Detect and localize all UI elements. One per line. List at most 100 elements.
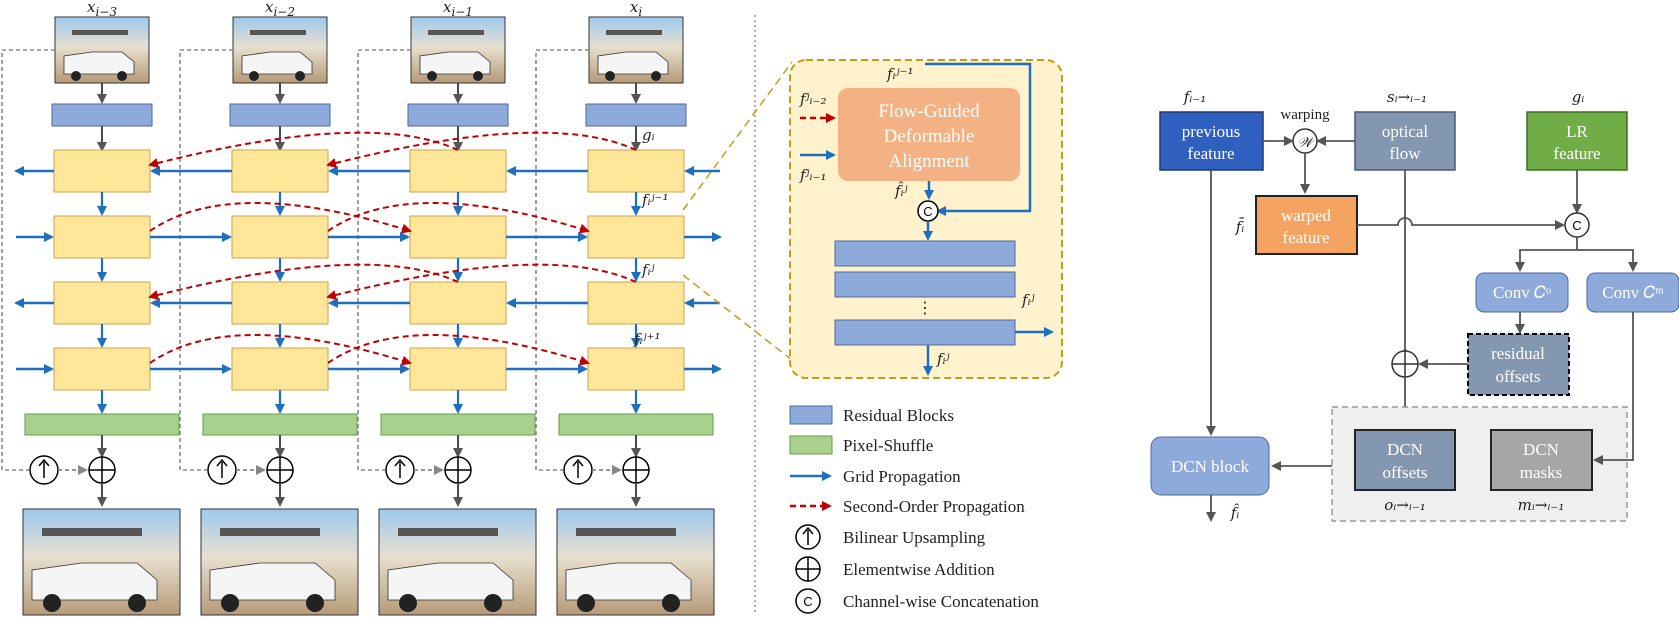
dcn-masks-line2: masks <box>1520 463 1563 482</box>
label-f-i-minus-1-right: fᵢ₋₁ <box>1183 88 1207 106</box>
label-s: sᵢ→ᵢ₋₁ <box>1387 88 1427 106</box>
fga-line3: Alignment <box>888 151 970 172</box>
label-f-j-minus-1-left: fᵢʲ⁻¹ <box>641 191 668 209</box>
propagation-block-r0-c3 <box>587 149 685 193</box>
propagation-block-r2-c1 <box>231 281 329 325</box>
alignment-detail-panel: Flow-Guided Deformable Alignment fʲᵢ₋₂ f… <box>789 59 1063 379</box>
legend-label-6: Channel-wise Concatenation <box>843 592 1039 611</box>
ellipsis-dots: ⋮ <box>917 298 933 317</box>
up-arrow-circle-icon <box>795 524 821 550</box>
residual-block-swatch <box>789 405 833 425</box>
zoom-line-bottom <box>682 274 793 361</box>
previous-feature-block <box>1159 111 1264 171</box>
label-f-i-minus-2: fʲᵢ₋₂ <box>799 90 826 108</box>
optical-flow-line1: optical <box>1382 122 1429 141</box>
input-frame-2 <box>410 16 506 84</box>
dcn-offsets-line2: offsets <box>1382 463 1427 482</box>
propagation-block-r3-c0 <box>53 347 151 391</box>
fga-line2: Deformable <box>884 126 975 147</box>
residual-line2: offsets <box>1495 367 1540 386</box>
lr-feature-line2: feature <box>1553 144 1600 163</box>
plus-circle-icon <box>795 556 821 582</box>
legend-label-0: Residual Blocks <box>843 406 954 425</box>
propagation-block-r0-c2 <box>409 149 507 193</box>
input-frame-1 <box>232 16 328 84</box>
input-label-3: xi <box>630 0 642 19</box>
dcn-masks-block <box>1490 429 1593 491</box>
second-order-arc-r3-a <box>149 334 412 366</box>
lr-feature-line1: LR <box>1566 122 1588 141</box>
warped-line1: warped <box>1281 206 1332 225</box>
prev-feature-line1: previous <box>1182 122 1241 141</box>
legend-c-symbol: C <box>803 594 812 609</box>
conv-m-label: Conv 𝐶ᵐ <box>1602 283 1663 302</box>
fga-line1: Flow-Guided <box>878 101 980 122</box>
legend-label-4: Bilinear Upsampling <box>843 528 986 547</box>
input-frame-0 <box>54 16 150 84</box>
c-circle-icon: C <box>795 588 821 614</box>
add-node-icon <box>1391 350 1419 378</box>
upsample-icon-head-3 <box>572 458 584 467</box>
label-f-j-minus-1-detail: fᵢʲ⁻¹ <box>886 65 913 83</box>
propagation-block-r3-c3 <box>587 347 685 391</box>
conv-m-to-masks-arrow <box>1593 312 1634 465</box>
propagation-block-r2-c0 <box>53 281 151 325</box>
label-g-left: gᵢ <box>642 126 655 144</box>
label-f-bar: f̄ᵢ <box>1235 218 1245 236</box>
warped-to-concat-arrow <box>1357 217 1565 230</box>
legend-label-1: Pixel-Shuffle <box>843 436 933 455</box>
concat-to-conv-m-arrow <box>1577 249 1638 272</box>
lr-feature-block <box>1526 111 1628 171</box>
column-residual-block-0 <box>51 103 153 127</box>
second-order-arc-r1-b <box>327 202 590 234</box>
second-order-arc-r2-b <box>326 263 637 300</box>
propagation-block-r0-c1 <box>231 149 329 193</box>
optical-flow-block <box>1354 111 1456 171</box>
second-order-arc-r1-a <box>149 202 412 234</box>
dcn-offsets-block <box>1354 429 1456 491</box>
residual-offsets-block <box>1467 333 1570 396</box>
output-frame-3 <box>556 508 715 616</box>
propagation-block-r0-c0 <box>53 149 151 193</box>
input-skip-line-2 <box>357 49 411 471</box>
propagation-block-r3-c1 <box>231 347 329 391</box>
propagation-block-r1-c3 <box>587 215 685 259</box>
propagation-block-r1-c0 <box>53 215 151 259</box>
pixel-shuffle-block-3 <box>558 413 714 436</box>
warp-symbol: 𝒲 <box>1298 135 1316 151</box>
propagation-block-r3-c2 <box>409 347 507 391</box>
propagation-block-r1-c1 <box>231 215 329 259</box>
legend: Residual Blocks Pixel-Shuffle Grid Propa… <box>789 405 1039 614</box>
label-f-j-left: fᵢʲ <box>641 261 655 279</box>
residual-line1: residual <box>1491 344 1545 363</box>
column-residual-block-3 <box>585 103 687 127</box>
residual-block-1 <box>834 240 1016 267</box>
warped-feature-block <box>1255 195 1358 255</box>
output-frame-0 <box>22 508 181 616</box>
pixel-shuffle-block-2 <box>380 413 536 436</box>
dcn-alignment-diagram: fᵢ₋₁ warping sᵢ→ᵢ₋₁ gᵢ previous feature … <box>1150 88 1679 522</box>
dcn-masks-line1: DCN <box>1523 440 1559 459</box>
optical-flow-line2: flow <box>1389 144 1421 163</box>
second-order-arc-r2-a <box>148 263 459 300</box>
input-label-0: xi−3 <box>87 0 117 19</box>
second-order-arc-r0-a <box>148 131 459 168</box>
dcn-block <box>1150 436 1270 496</box>
conv-o-label: Conv 𝐶ᵒ <box>1493 283 1551 302</box>
prev-feature-line2: feature <box>1187 144 1234 163</box>
conv-o-block <box>1475 272 1569 313</box>
label-m: mᵢ→ᵢ₋₁ <box>1518 496 1565 514</box>
upsample-icon-head-2 <box>394 458 406 467</box>
output-frame-2 <box>378 508 537 616</box>
label-g-right: gᵢ <box>1572 88 1585 106</box>
legend-label-3: Second-Order Propagation <box>843 497 1025 516</box>
second-order-arc-r0-b <box>326 131 637 168</box>
dcn-offsets-line1: DCN <box>1387 440 1423 459</box>
flow-guided-alignment-block <box>838 88 1020 181</box>
input-skip-line-0 <box>1 49 55 471</box>
residual-block-3 <box>834 319 1016 346</box>
propagation-block-r2-c3 <box>587 281 685 325</box>
